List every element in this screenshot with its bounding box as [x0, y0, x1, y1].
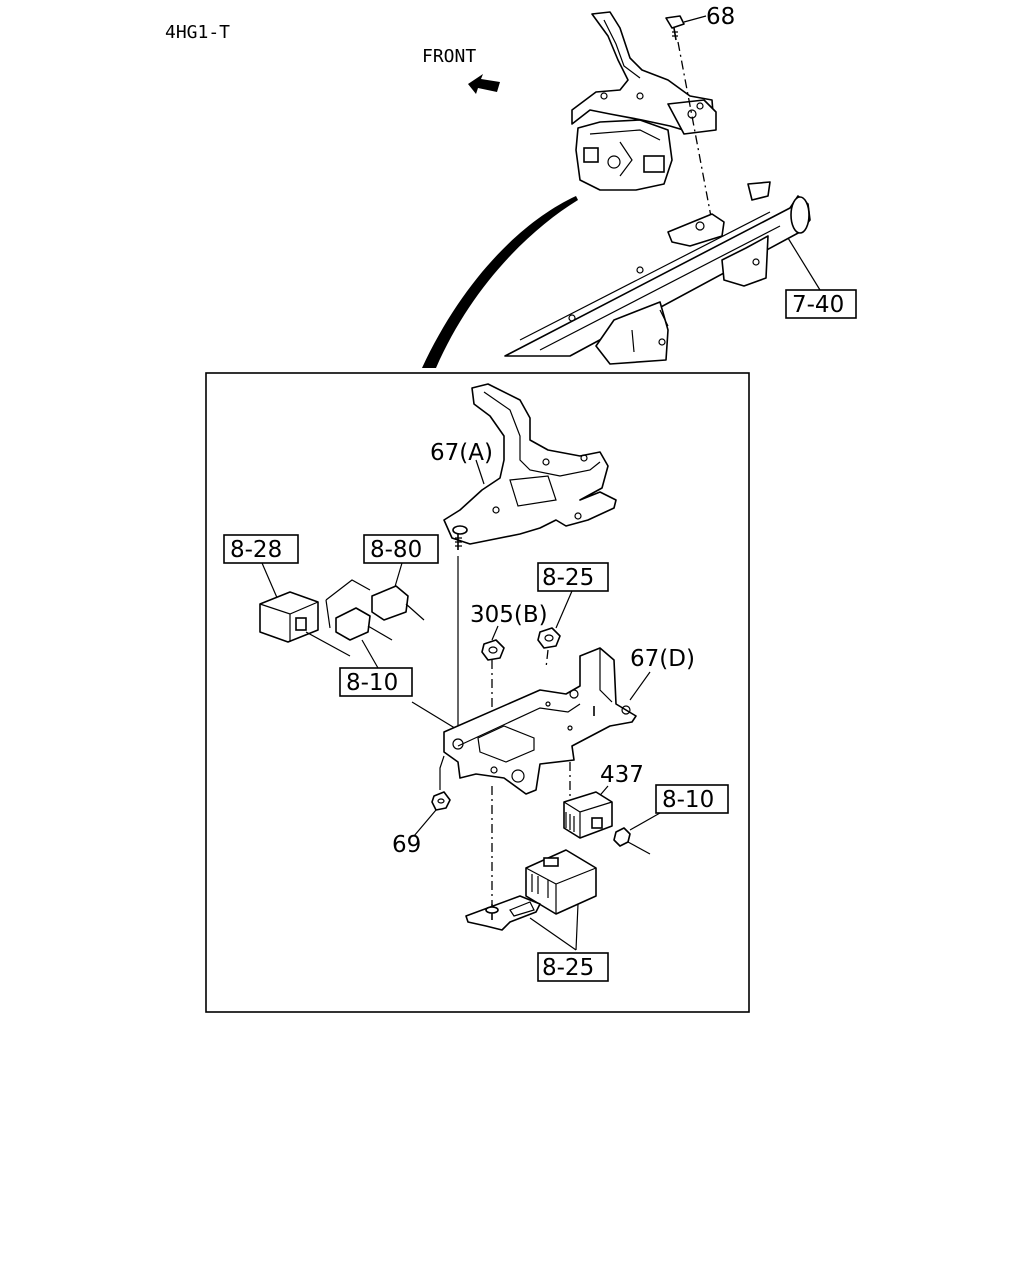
mounting-plate-67d: [443, 647, 637, 795]
callout-8-10-right: 8-10: [662, 787, 714, 813]
callout-67a: 67(A): [430, 440, 493, 466]
nut-69: [431, 791, 451, 811]
relay-8-25-bottom: [525, 849, 597, 915]
callout-8-25-bottom: 8-25: [542, 955, 594, 981]
bracket-67a: [443, 383, 617, 545]
connector-8-80: [325, 579, 425, 621]
relay-437: [563, 791, 613, 839]
callout-68: 68: [706, 4, 735, 30]
callout-437: 437: [600, 762, 644, 788]
zoom-arrow: [422, 196, 578, 368]
callout-69: 69: [392, 832, 421, 858]
bracket-8-25-bottom: [465, 895, 541, 931]
nut-305b: [481, 639, 505, 661]
steering-column: [504, 181, 811, 365]
connector-8-10-left: [325, 599, 393, 641]
callout-box-7-40: [785, 289, 857, 319]
front-arrow-icon: [468, 74, 500, 94]
bolt-68: [665, 15, 685, 41]
callout-box-8-28: [223, 534, 299, 564]
callout-7-40: 7-40: [792, 292, 844, 318]
callout-8-10-left: 8-10: [346, 670, 398, 696]
connector-8-10-right: [613, 827, 651, 855]
nut-8-25-top: [537, 627, 561, 649]
callout-box-8-25-top: [537, 562, 609, 592]
relay-8-28: [259, 591, 319, 643]
callout-box-8-10-right: [655, 784, 729, 814]
callout-305b: 305(B): [470, 602, 548, 628]
callout-box-8-10-left: [339, 667, 413, 697]
callout-box-8-25-bottom: [537, 952, 609, 982]
front-direction-label: FRONT: [422, 46, 476, 67]
overview-bracket-assembly: [571, 11, 717, 191]
callout-8-28: 8-28: [230, 537, 282, 563]
callout-67d: 67(D): [630, 646, 695, 672]
model-code: 4HG1-T: [165, 22, 230, 43]
callout-box-8-80: [363, 534, 439, 564]
callout-8-25-top: 8-25: [542, 565, 594, 591]
screw-67a: [452, 525, 468, 550]
detail-frame: [205, 372, 750, 1013]
callout-8-80: 8-80: [370, 537, 422, 563]
